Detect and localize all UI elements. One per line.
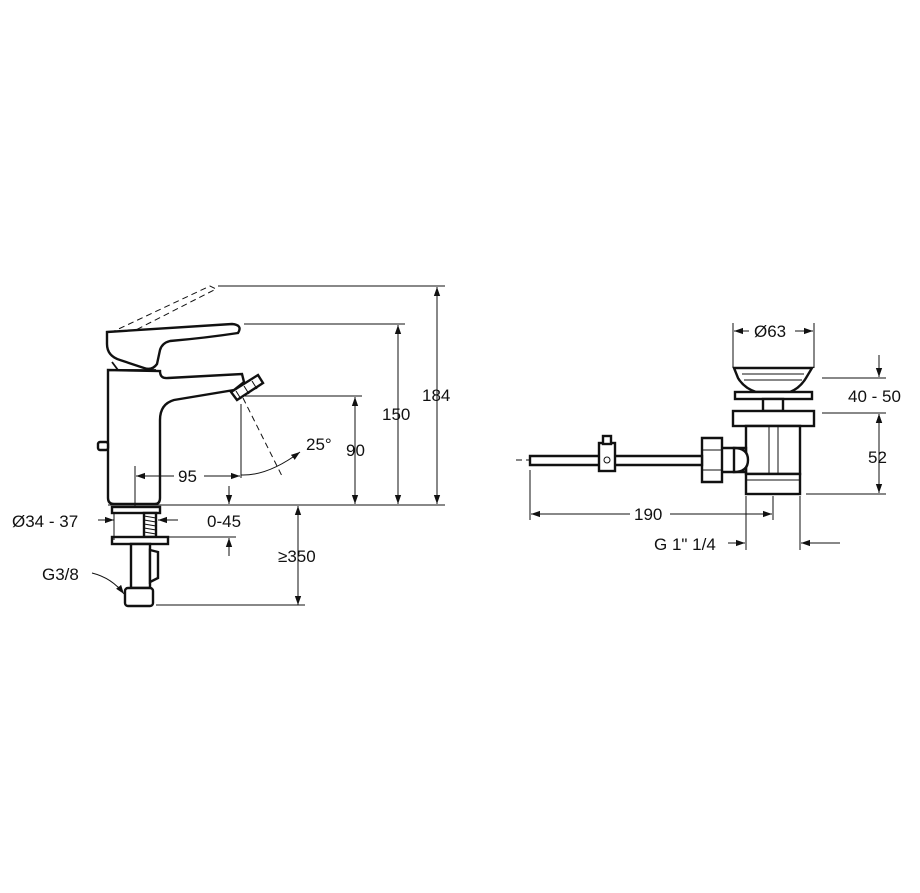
body-shoulder-line [107, 369, 161, 372]
waste-body-lines [768, 426, 779, 474]
flexible-hose [148, 548, 160, 584]
deck-washer [110, 505, 162, 515]
lever-handle [105, 322, 241, 371]
label-g-1-1-4: G 1" 1/4 [654, 535, 716, 554]
faucet-body [106, 368, 246, 506]
label-150: 150 [382, 405, 410, 424]
waste-drawing: Ø63 40 - 50 52 190 G 1" 1/4 [516, 322, 901, 554]
leader-g3-8 [91, 572, 125, 595]
label-52: 52 [868, 448, 887, 467]
label-63-mask [749, 322, 795, 340]
waste-body [744, 424, 802, 476]
aerator [229, 373, 265, 402]
aerator-slot-c [251, 380, 258, 390]
faucet-drawing: 184 150 90 95 25° 0-45 Ø34 - 37 ≥350 G3/… [12, 285, 450, 608]
angle-arc [240, 451, 301, 476]
aerator-slot-a [235, 390, 242, 400]
label-63: Ø63 [754, 322, 786, 341]
label-deck-hole: Ø34 - 37 [12, 512, 78, 531]
popup-knob [96, 440, 110, 452]
nut-body [129, 542, 152, 590]
label-g3-8: G3/8 [42, 565, 79, 584]
label-0-45: 0-45 [207, 512, 241, 531]
rod-clamp-screw [601, 434, 613, 446]
lock-nut [731, 409, 816, 428]
label-40-50: 40 - 50 [848, 387, 901, 406]
label-190: 190 [634, 505, 662, 524]
side-elbow [732, 446, 750, 474]
side-nut [700, 436, 724, 484]
label-95: 95 [178, 467, 197, 486]
side-nut-facets [702, 449, 722, 471]
rod-clamp-pin [603, 456, 611, 464]
aerator-slot-b [243, 385, 250, 395]
water-jet-line [242, 397, 284, 479]
label-25-degrees: 25° [306, 435, 332, 454]
plug-cap-inner [742, 373, 804, 381]
label-95-mask [174, 465, 204, 485]
hose-fitting [123, 586, 155, 608]
plug-stem [761, 397, 785, 413]
label-184: 184 [422, 386, 450, 405]
label-350: ≥350 [278, 547, 316, 566]
lever-open-outline [109, 285, 218, 336]
label-190-mask [630, 504, 670, 524]
label-90: 90 [346, 441, 365, 460]
waste-outlet [744, 472, 802, 496]
stud-threads [143, 515, 157, 535]
